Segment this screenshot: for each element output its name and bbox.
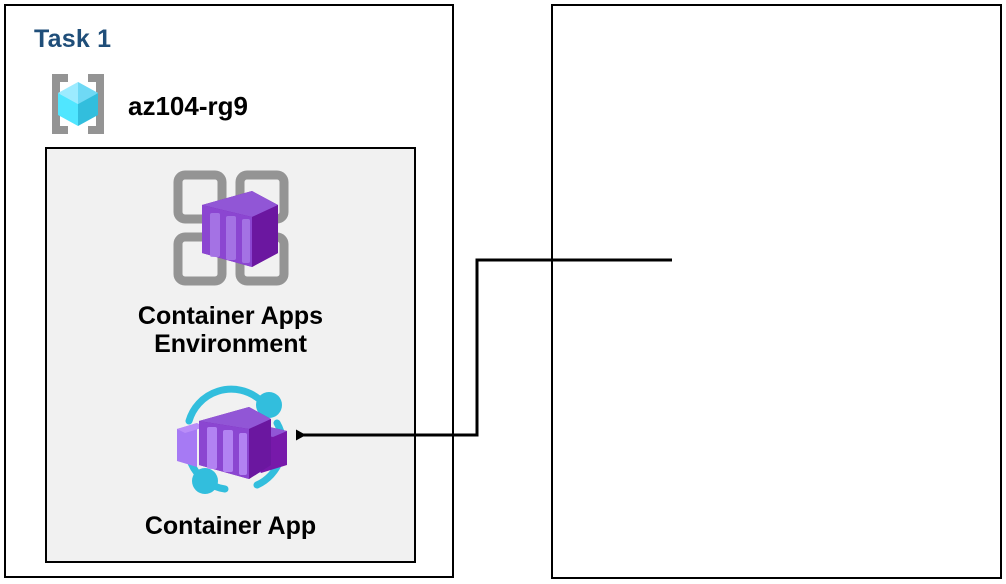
task2-panel: Test and verify Task 2 xyxy=(551,4,1002,579)
azure-resource-group-icon xyxy=(42,68,114,145)
resource-group-row: az104-rg9 xyxy=(42,68,248,145)
node-label-container-apps-environment: Container Apps Environment xyxy=(137,302,324,358)
resource-group-label: az104-rg9 xyxy=(128,91,248,121)
node-label-container-app: Container App xyxy=(144,512,317,540)
task1-inner-box: Container Apps Environment xyxy=(45,147,416,563)
task1-panel: az104-rg9 xyxy=(4,4,454,578)
container-apps-environment-icon xyxy=(166,163,296,298)
node-container-apps-environment: Container Apps Environment xyxy=(47,163,414,358)
task1-title: Task 1 xyxy=(34,25,112,53)
node-container-app: Container App xyxy=(47,381,414,540)
container-app-icon xyxy=(165,381,297,508)
